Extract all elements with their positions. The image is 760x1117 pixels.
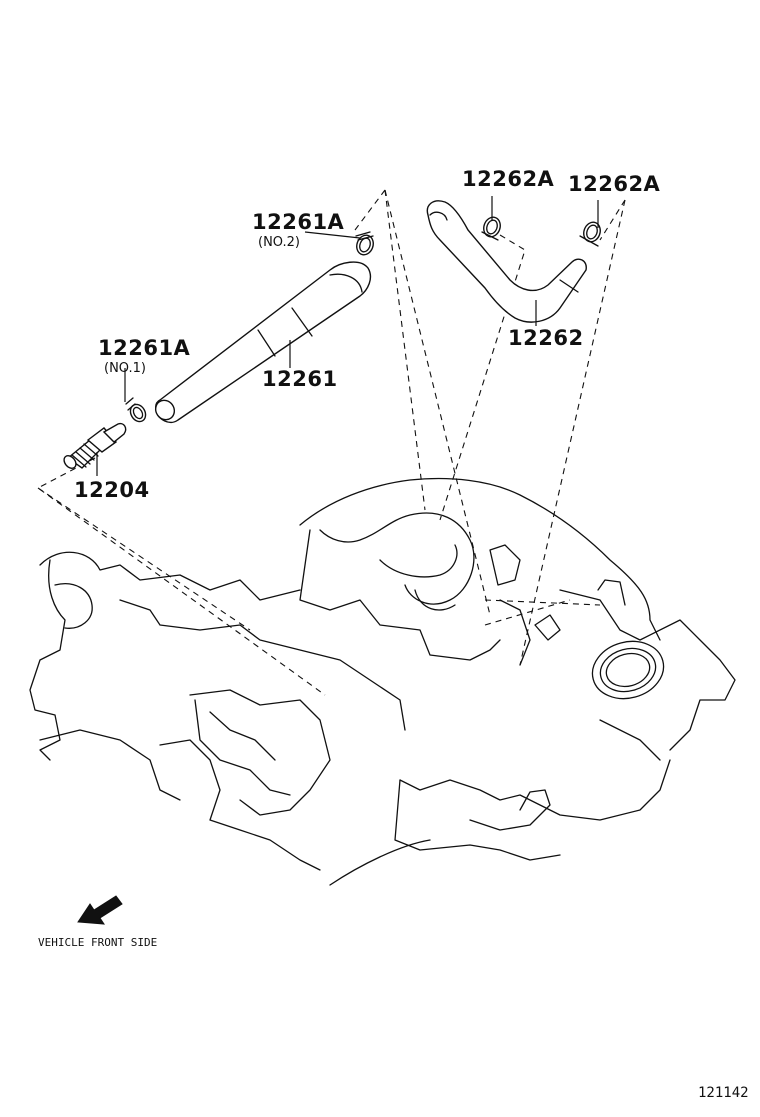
callout-12261: 12261 xyxy=(262,367,338,391)
engine-outline xyxy=(29,477,736,886)
callout-part-number: 12261A xyxy=(252,210,345,234)
callout-note: (NO.1) xyxy=(104,361,146,376)
valve-12204 xyxy=(63,422,127,469)
callout-part-number: 12261A xyxy=(98,336,191,360)
callout-12262: 12262 xyxy=(508,326,584,350)
clamp-12262a-second xyxy=(579,221,601,247)
callout-12261a-no1: 12261A (NO.1) xyxy=(98,336,191,376)
callout-12204: 12204 xyxy=(74,478,150,502)
diagram-code: 121142 xyxy=(698,1085,749,1101)
hose-12262 xyxy=(426,200,587,323)
clamp-12262a-first xyxy=(481,216,501,241)
callout-note: (NO.2) xyxy=(258,235,300,250)
clamp-12261a-no1 xyxy=(125,397,147,423)
vehicle-front-side-label: VEHICLE FRONT SIDE xyxy=(38,936,157,949)
leader-lines xyxy=(96,196,599,476)
callout-12262a-second: 12262A xyxy=(568,172,661,196)
callout-12262a-first: 12262A xyxy=(462,167,555,191)
clamp-12261a-no2 xyxy=(355,231,374,256)
arrow-down-left-icon xyxy=(77,895,123,925)
reference-lines xyxy=(36,189,626,696)
callout-12261a-no2: 12261A (NO.2) xyxy=(252,210,345,250)
hose-12261 xyxy=(154,261,372,424)
